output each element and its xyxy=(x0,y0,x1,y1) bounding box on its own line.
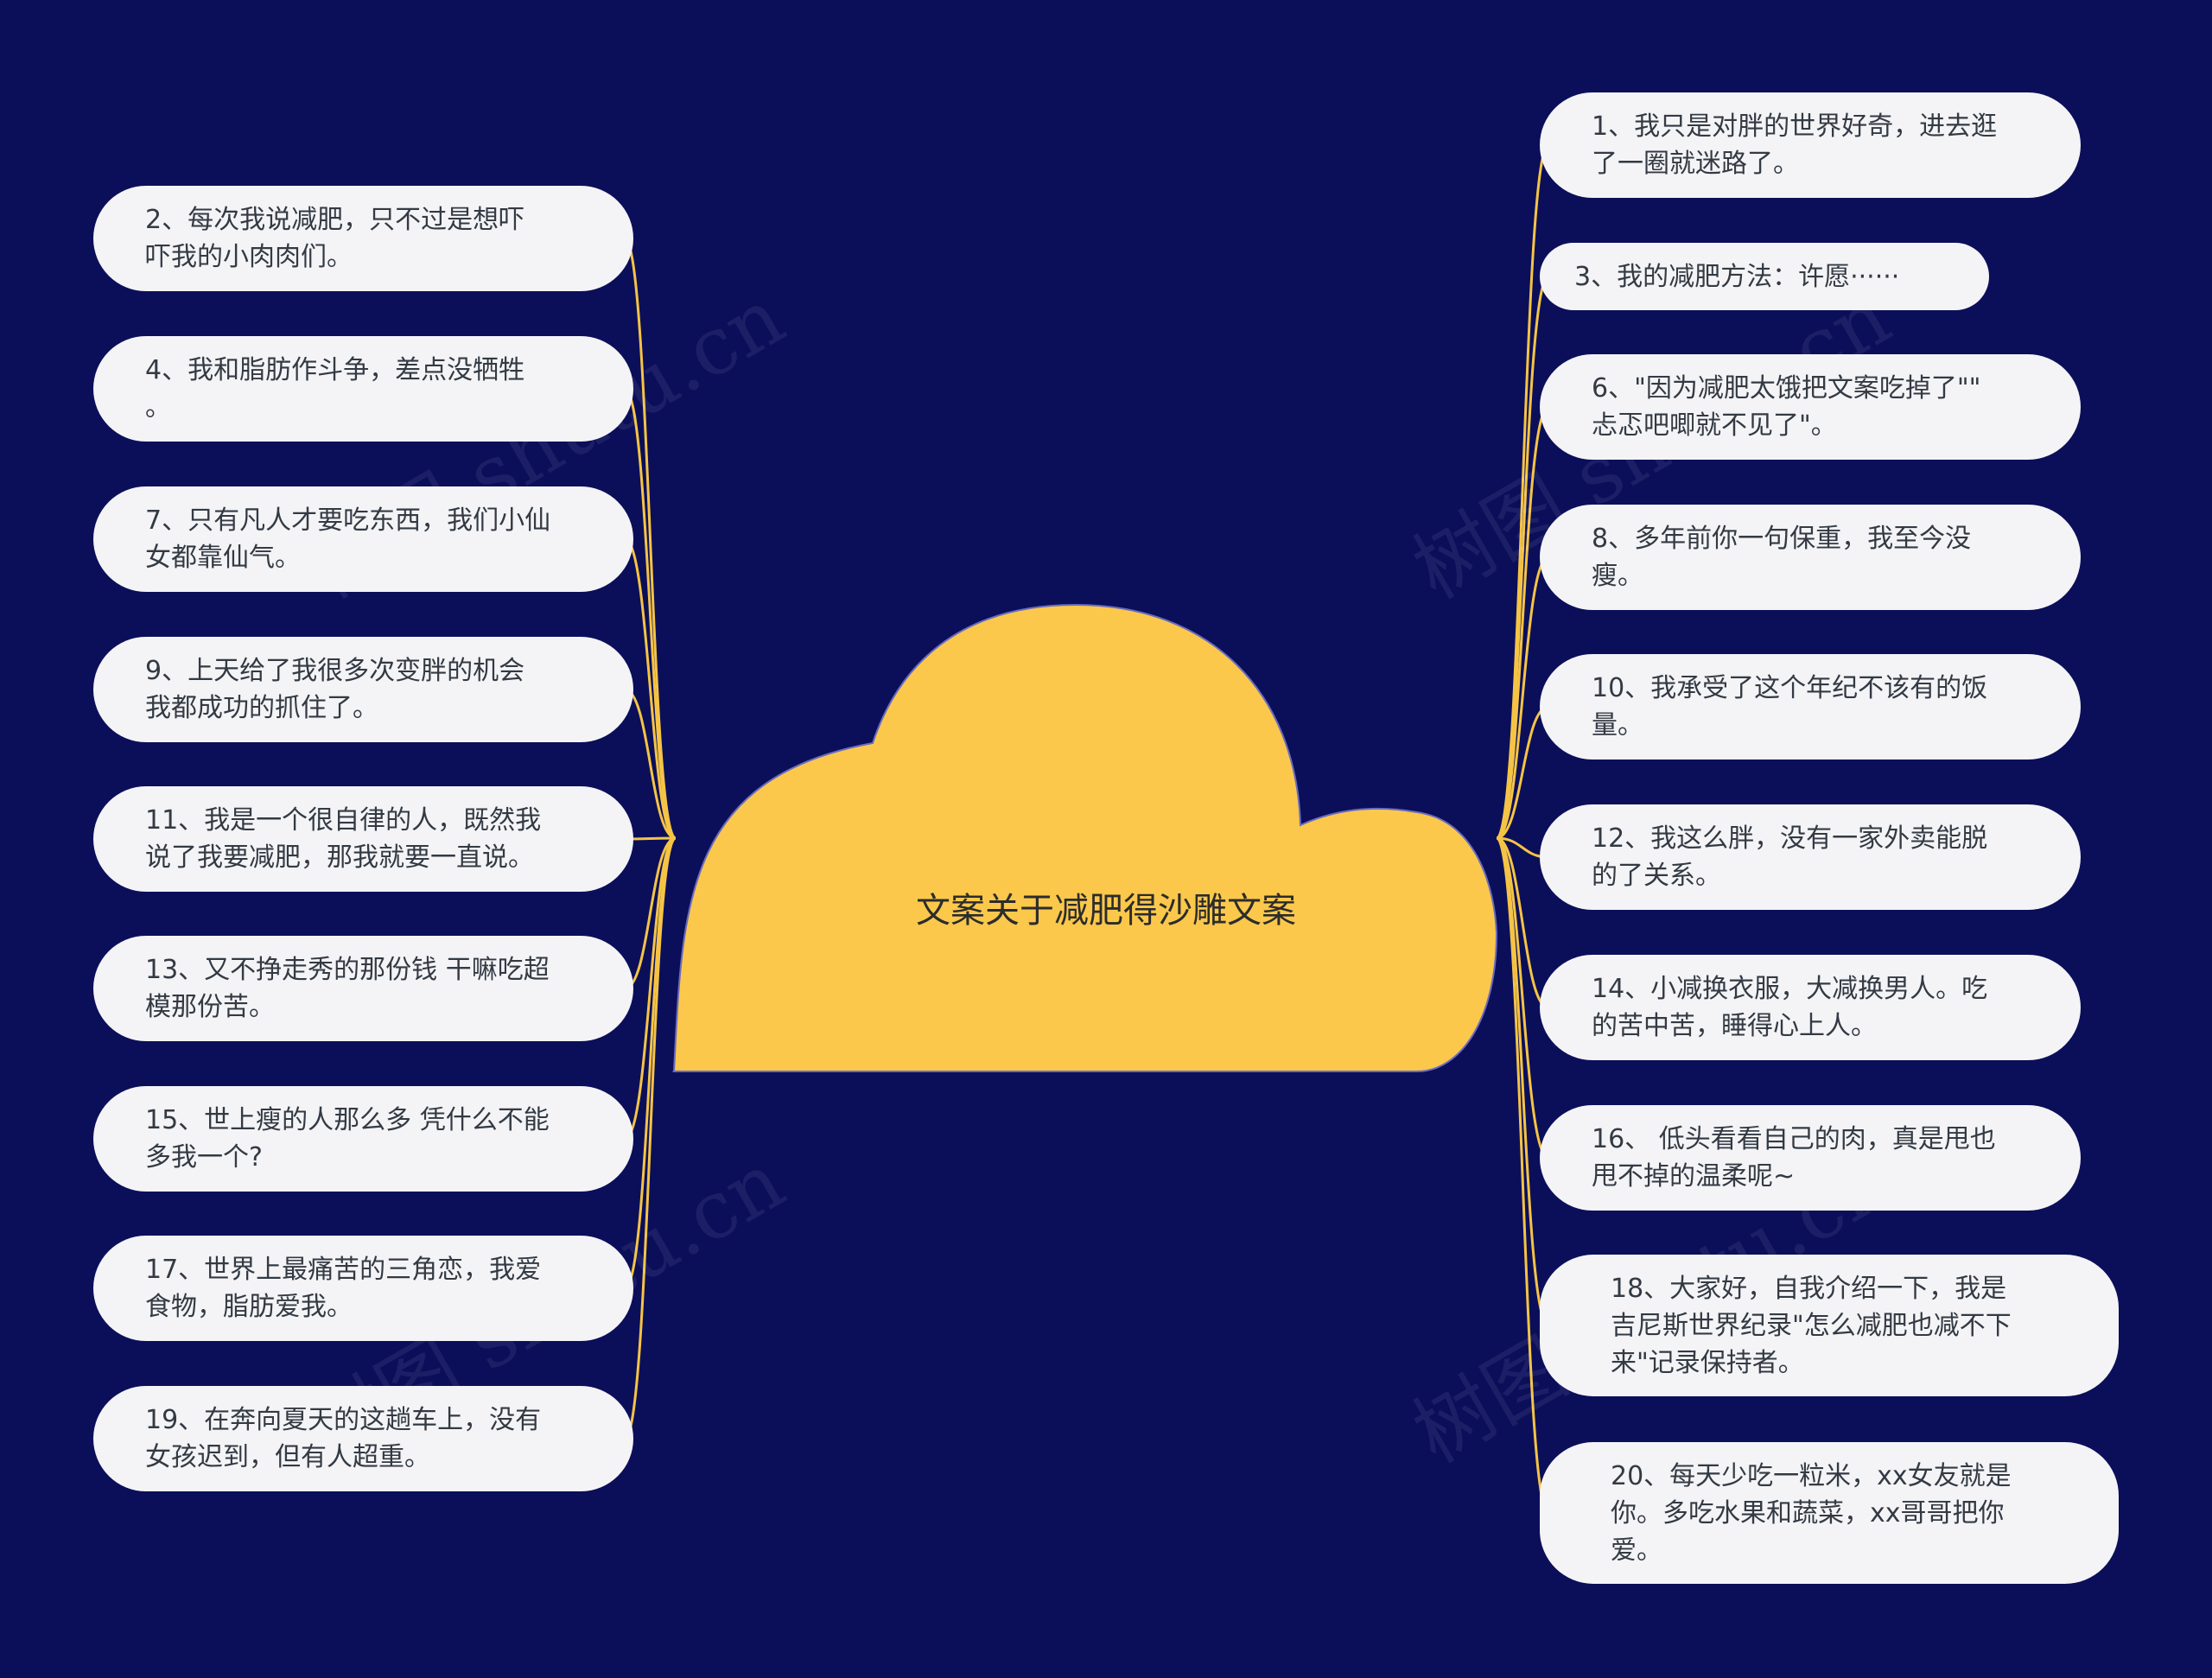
node-text: 15、世上瘦的人那么多 凭什么不能 多我一个? xyxy=(145,1105,550,1173)
connector-left-2 xyxy=(624,537,677,840)
node-text: 6、"因为减肥太饿把文案吃掉了"" 忐忑吧唧就不见了"。 xyxy=(1592,373,1981,441)
connector-right-3 xyxy=(1496,556,1549,840)
node-text: 2、每次我说减肥，只不过是想吓 吓我的小肉肉们。 xyxy=(145,205,525,272)
node-text: 11、我是一个很自律的人，既然我 说了我要减肥，那我就要一直说。 xyxy=(145,805,542,873)
left-node-15[interactable]: 15、世上瘦的人那么多 凭什么不能 多我一个? xyxy=(93,1086,633,1192)
left-node-19[interactable]: 19、在奔向夏天的这趟车上，没有 女孩迟到，但有人超重。 xyxy=(93,1386,633,1491)
right-node-16[interactable]: 16、 低头看看自己的肉，真是甩也 甩不掉的温柔呢~ xyxy=(1540,1105,2081,1211)
node-text: 14、小减换衣服，大减换男人。吃 的苦中苦，睡得心上人。 xyxy=(1592,974,1988,1041)
connector-left-8 xyxy=(623,836,677,1440)
node-text: 13、又不挣走秀的那份钱 干嘛吃超 模那份苦。 xyxy=(145,955,550,1022)
right-node-20[interactable]: 20、每天少吃一粒米，xx女友就是 你。多吃水果和蔬菜，xx哥哥把你 爱。 xyxy=(1540,1442,2119,1584)
connector-left-5 xyxy=(624,836,677,990)
node-text: 9、上天给了我很多次变胖的机会 我都成功的抓住了。 xyxy=(145,656,525,723)
left-node-11[interactable]: 11、我是一个很自律的人，既然我 说了我要减肥，那我就要一直说。 xyxy=(93,786,633,892)
node-text: 19、在奔向夏天的这趟车上，没有 女孩迟到，但有人超重。 xyxy=(145,1405,542,1472)
left-node-4[interactable]: 4、我和脂肪作斗争，差点没牺牲 。 xyxy=(93,336,633,442)
connector-right-7 xyxy=(1496,836,1549,1160)
connector-left-0 xyxy=(623,237,677,840)
right-node-3[interactable]: 3、我的减肥方法：许愿······ xyxy=(1540,243,1989,310)
connector-left-3 xyxy=(624,688,677,840)
right-node-8[interactable]: 8、多年前你一句保重，我至今没 瘦。 xyxy=(1540,505,2081,610)
node-text: 16、 低头看看自己的肉，真是甩也 甩不掉的温柔呢~ xyxy=(1592,1124,1996,1192)
node-text: 20、每天少吃一粒米，xx女友就是 你。多吃水果和蔬菜，xx哥哥把你 爱。 xyxy=(1611,1460,2012,1566)
connector-left-1 xyxy=(624,387,677,840)
left-node-9[interactable]: 9、上天给了我很多次变胖的机会 我都成功的抓住了。 xyxy=(93,637,633,742)
right-node-18[interactable]: 18、大家好，自我介绍一下，我是 吉尼斯世界纪录"怎么减肥也减不下 来"记录保持… xyxy=(1540,1255,2119,1396)
connector-left-6 xyxy=(624,836,677,1141)
right-node-12[interactable]: 12、我这么胖，没有一家外卖能脱 的了关系。 xyxy=(1540,804,2081,910)
center-topic-title: 文案关于减肥得沙雕文案 xyxy=(916,891,1296,931)
left-node-17[interactable]: 17、世界上最痛苦的三角恋，我爱 食物，脂肪爱我。 xyxy=(93,1236,633,1341)
right-node-14[interactable]: 14、小减换衣服，大减换男人。吃 的苦中苦，睡得心上人。 xyxy=(1540,955,2081,1060)
connector-right-9 xyxy=(1495,836,1550,1515)
left-node-2[interactable]: 2、每次我说减肥，只不过是想吓 吓我的小肉肉们。 xyxy=(93,186,633,291)
node-text: 8、多年前你一句保重，我至今没 瘦。 xyxy=(1592,524,1972,591)
node-text: 4、我和脂肪作斗争，差点没牺牲 。 xyxy=(145,355,525,423)
node-text: 7、只有凡人才要吃东西，我们小仙 女都靠仙气。 xyxy=(145,505,551,573)
center-cloud xyxy=(672,603,1498,1073)
node-text: 1、我只是对胖的世界好奇，进去逛 了一圈就迷路了。 xyxy=(1592,111,1998,179)
right-node-10[interactable]: 10、我承受了这个年纪不该有的饭 量。 xyxy=(1540,654,2081,760)
node-text: 17、世界上最痛苦的三角恋，我爱 食物，脂肪爱我。 xyxy=(145,1255,542,1322)
connector-right-1 xyxy=(1495,275,1550,840)
node-text: 3、我的减肥方法：许愿······ xyxy=(1574,261,1900,292)
node-text: 18、大家好，自我介绍一下，我是 吉尼斯世界纪录"怎么减肥也减不下 来"记录保持… xyxy=(1611,1273,2012,1378)
left-node-13[interactable]: 13、又不挣走秀的那份钱 干嘛吃超 模那份苦。 xyxy=(93,936,633,1041)
left-node-7[interactable]: 7、只有凡人才要吃东西，我们小仙 女都靠仙气。 xyxy=(93,486,633,592)
connector-right-2 xyxy=(1496,405,1549,840)
node-text: 10、我承受了这个年纪不该有的饭 量。 xyxy=(1592,673,1988,740)
right-node-1[interactable]: 1、我只是对胖的世界好奇，进去逛 了一圈就迷路了。 xyxy=(1540,92,2081,198)
right-node-6[interactable]: 6、"因为减肥太饿把文案吃掉了"" 忐忑吧唧就不见了"。 xyxy=(1540,354,2081,460)
node-text: 12、我这么胖，没有一家外卖能脱 的了关系。 xyxy=(1592,823,1988,891)
